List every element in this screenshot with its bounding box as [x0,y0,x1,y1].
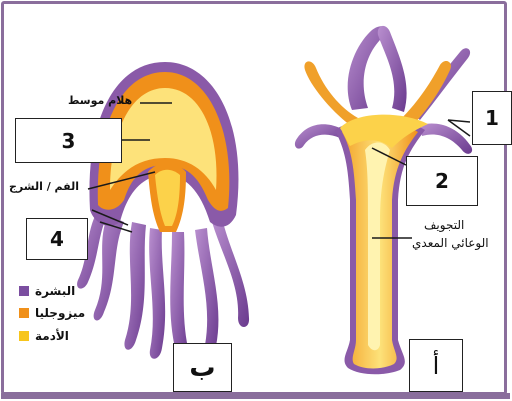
label-number-4: 4 [50,227,64,251]
label-box-2: 2 [406,156,478,206]
legend-item-mesoglea: ميزوجليا [19,306,85,320]
mesoglea-jelly-label: هلام موسط [68,94,132,107]
legend-label-epidermis: البشرة [35,284,75,298]
mouth-anus-label: الفم / الشرج [9,180,79,193]
label-number-2: 2 [435,169,449,193]
gastrovascular-cavity-label-line2: الوعائي المعدي [412,236,489,250]
label-box-a: أ [409,339,463,392]
legend-label-gastrodermis: الأدمة [35,329,69,343]
label-number-3: 3 [62,129,76,153]
legend-item-epidermis: البشرة [19,284,75,298]
legend-swatch-mesoglea [19,308,29,318]
legend-label-mesoglea: ميزوجليا [35,306,85,320]
legend-swatch-epidermis [19,286,29,296]
legend-swatch-gastrodermis [19,331,29,341]
gastrovascular-cavity-label-line1: التجويف [424,218,464,232]
label-box-b: ب [173,343,232,392]
label-box-4: 4 [26,218,88,260]
label-letter-b: ب [189,353,215,383]
label-number-1: 1 [485,106,499,130]
label-box-3: 3 [15,118,122,163]
label-box-1: 1 [472,91,512,145]
label-letter-a: أ [433,352,440,380]
legend-item-gastrodermis: الأدمة [19,329,69,343]
